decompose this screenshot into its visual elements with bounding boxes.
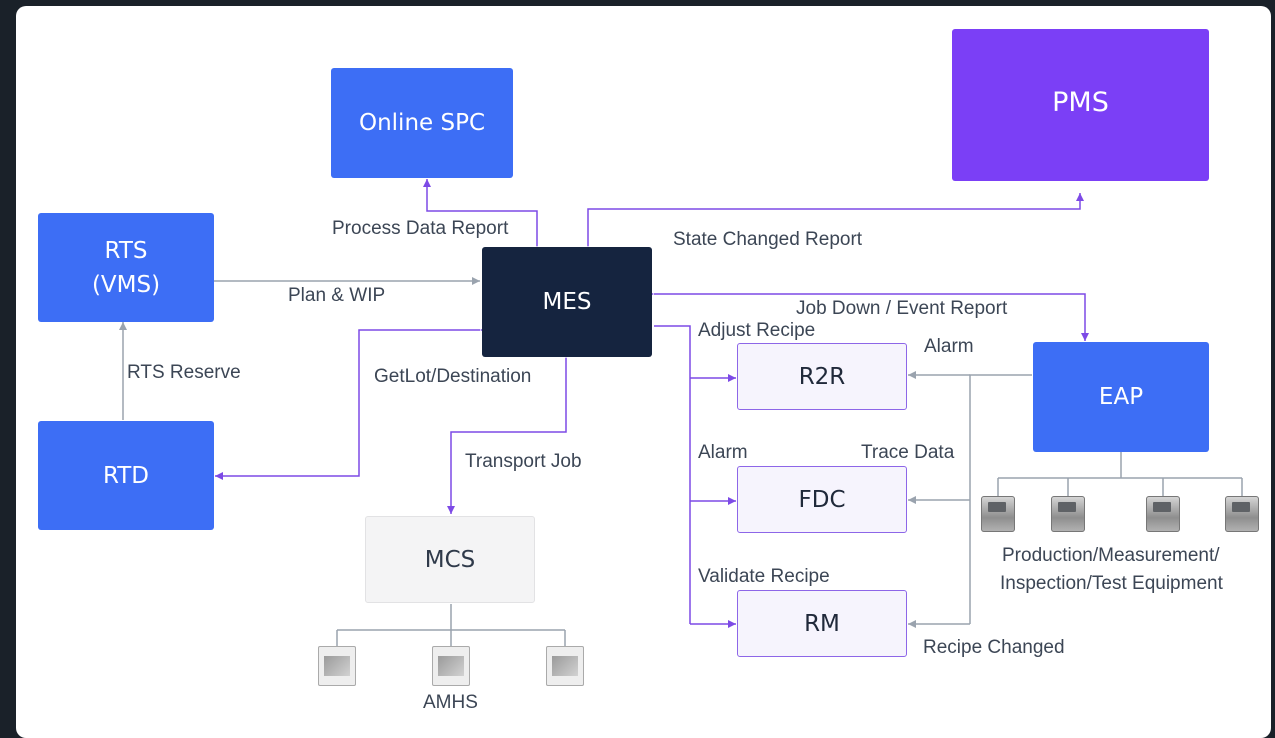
node-fdc[interactable]: FDC (737, 466, 907, 533)
label-rts-reserve: RTS Reserve (127, 362, 241, 383)
node-online-spc[interactable]: Online SPC (331, 68, 513, 178)
node-r2r-label: R2R (798, 363, 846, 390)
node-rts[interactable]: RTS (VMS) (38, 213, 214, 322)
equipment-caption-line1: Production/Measurement/ (1002, 545, 1220, 566)
label-process-data-report: Process Data Report (332, 218, 509, 239)
node-pms[interactable]: PMS (952, 29, 1209, 181)
crane-icon (546, 646, 584, 686)
equipment-icon (1051, 496, 1085, 532)
node-rm-label: RM (804, 610, 840, 637)
node-fdc-label: FDC (798, 486, 846, 513)
label-getlot-destination: GetLot/Destination (374, 366, 532, 387)
equipment-caption-line2: Inspection/Test Equipment (1000, 573, 1223, 594)
equipment-icon (1146, 496, 1180, 532)
node-rm[interactable]: RM (737, 590, 907, 657)
node-pms-label: PMS (1052, 87, 1109, 118)
node-eap-label: EAP (1098, 384, 1144, 410)
node-rts-label-line1: RTS (104, 237, 148, 264)
node-mes[interactable]: MES (482, 247, 652, 357)
label-transport-job: Transport Job (465, 451, 582, 472)
equipment-icon (1225, 496, 1259, 532)
node-rtd-label: RTD (102, 462, 150, 489)
label-plan-wip: Plan & WIP (288, 285, 386, 306)
stocker-icon (432, 646, 470, 686)
conveyor-icon (318, 646, 356, 686)
label-trace-data: Trace Data (861, 442, 955, 463)
node-online-spc-label: Online SPC (358, 110, 486, 136)
label-job-down-event-report: Job Down / Event Report (796, 298, 1008, 319)
node-eap[interactable]: EAP (1033, 342, 1209, 452)
node-r2r[interactable]: R2R (737, 343, 907, 410)
node-mcs[interactable]: MCS (365, 516, 535, 603)
label-validate-recipe: Validate Recipe (698, 566, 830, 587)
label-alarm-eap: Alarm (924, 336, 974, 357)
node-rts-label-line2: (VMS) (91, 271, 161, 298)
label-state-changed-report: State Changed Report (673, 229, 863, 250)
node-mcs-label: MCS (424, 546, 476, 573)
equipment-icon (981, 496, 1015, 532)
label-alarm-mes: Alarm (698, 442, 748, 463)
label-adjust-recipe: Adjust Recipe (698, 320, 816, 341)
amhs-caption: AMHS (423, 692, 478, 713)
label-recipe-changed: Recipe Changed (923, 637, 1065, 658)
node-mes-label: MES (542, 289, 592, 315)
node-rtd[interactable]: RTD (38, 421, 214, 530)
